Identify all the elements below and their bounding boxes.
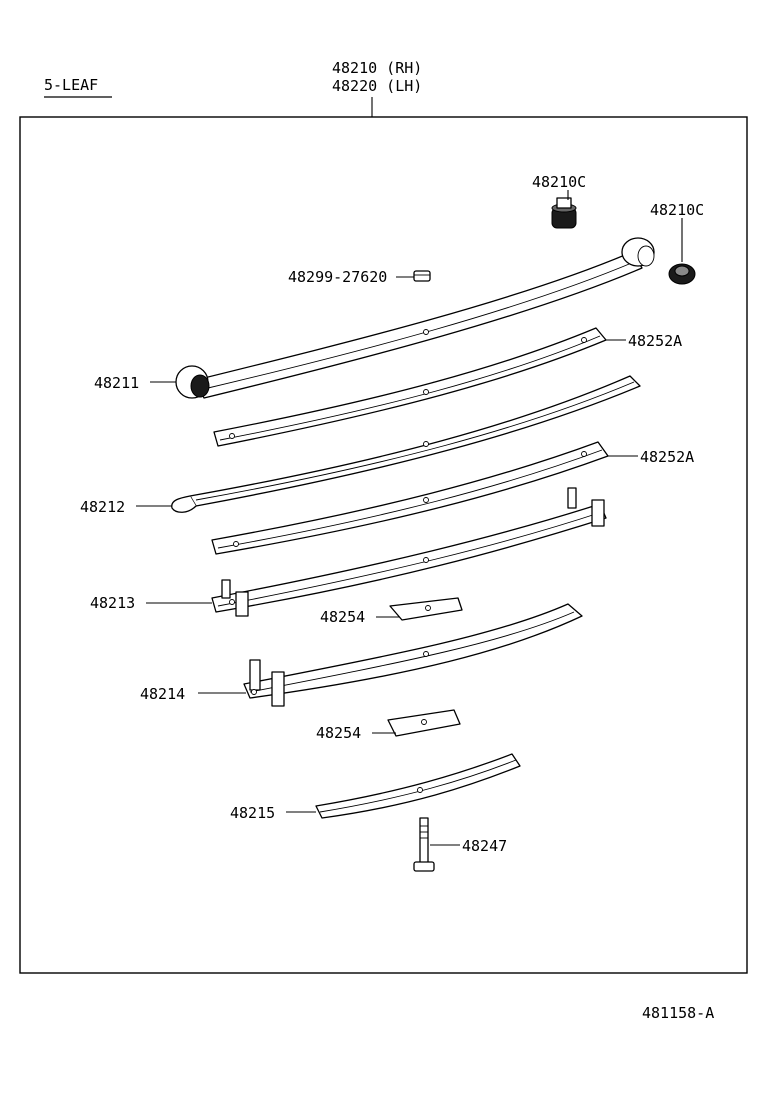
diagram-frame xyxy=(19,116,748,974)
bushing-1-callout: 48210C xyxy=(532,173,586,191)
nut-callout: 48299-27620 xyxy=(288,268,387,286)
liner-1-callout: 48252A xyxy=(628,332,682,350)
leaf-3-callout: 48213 xyxy=(90,594,135,612)
leaf-2-part xyxy=(171,375,641,513)
leaf-4-callout: 48214 xyxy=(140,685,185,703)
leaf-4-part xyxy=(243,603,583,707)
nut-part xyxy=(413,270,431,282)
bushing-2-callout: 48210C xyxy=(650,201,704,219)
leaf-1-part xyxy=(175,237,655,399)
pad-2-callout: 48254 xyxy=(316,724,361,742)
liner-2-callout: 48252A xyxy=(640,448,694,466)
center-bolt-callout: 48247 xyxy=(462,837,507,855)
leaf-count-label: 5-LEAF xyxy=(44,76,98,94)
leaf-5-part xyxy=(315,753,521,819)
assembly-part-number-rh: 48210 (RH) xyxy=(332,59,422,77)
bushing-1-part xyxy=(551,197,577,229)
pad-1-callout: 48254 xyxy=(320,608,365,626)
leaf-1-callout: 48211 xyxy=(94,374,139,392)
leaf-3-part xyxy=(211,487,607,617)
assembly-part-number-lh: 48220 (LH) xyxy=(332,77,422,95)
leaf-5-callout: 48215 xyxy=(230,804,275,822)
liner-2-part xyxy=(211,441,609,555)
illustration-code: 481158-A xyxy=(642,1004,714,1022)
pad-2-part xyxy=(387,709,461,737)
bushing-2-part xyxy=(668,263,696,285)
center-bolt-part xyxy=(413,817,435,872)
leaf-2-callout: 48212 xyxy=(80,498,125,516)
liner-1-part xyxy=(213,327,607,447)
pad-1-part xyxy=(389,597,463,621)
